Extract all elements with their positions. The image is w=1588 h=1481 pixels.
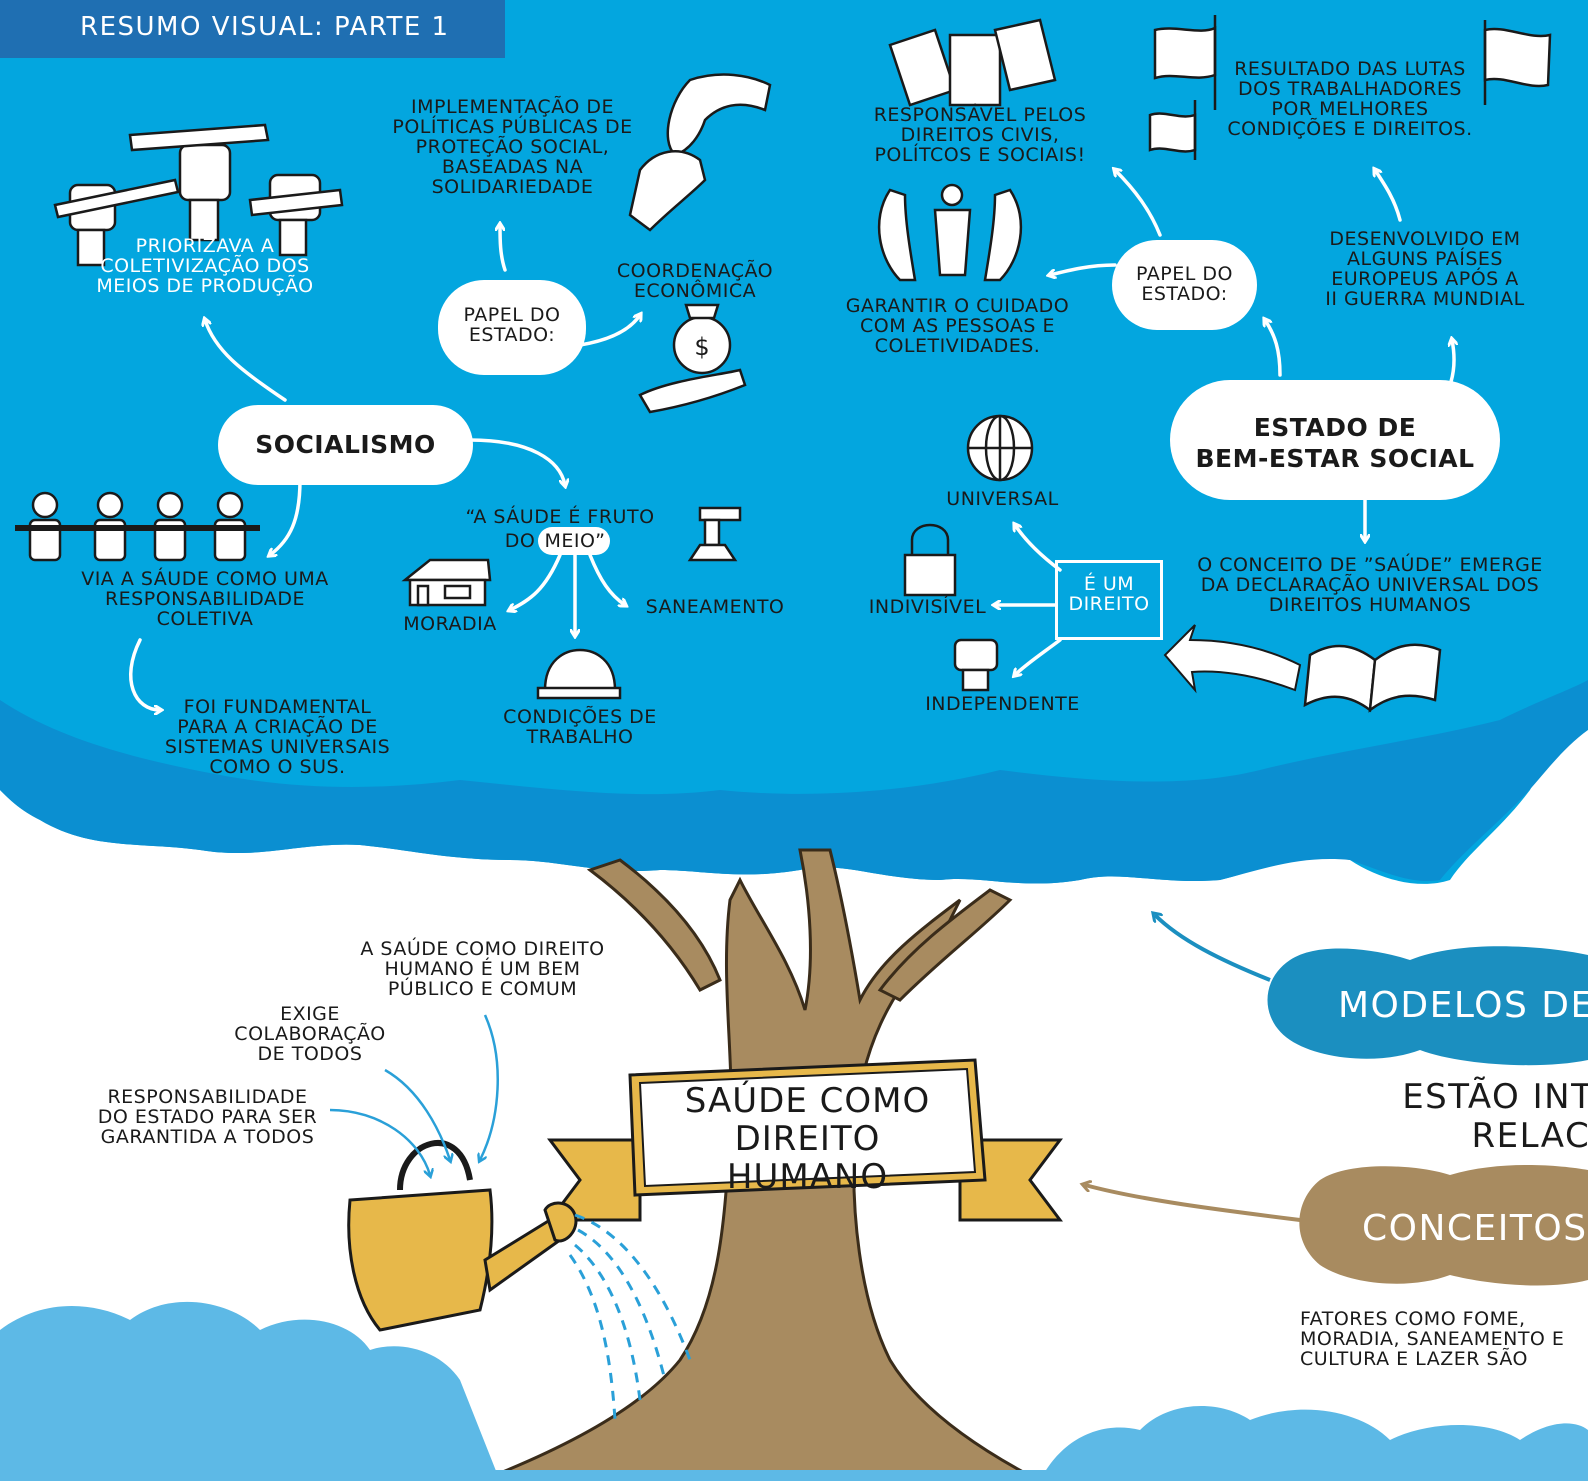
priorizava-text: PRIORIZAVA A COLETIVIZAÇÃO DOS MEIOS DE … bbox=[96, 235, 314, 297]
fruto-meio: MEIO” bbox=[544, 530, 606, 552]
arrow-to-implementacao bbox=[500, 225, 507, 272]
documents-icon bbox=[888, 18, 1057, 107]
papel-cloud-right bbox=[1112, 240, 1257, 330]
responsavel-text: RESPONSÁVEL PELOS DIREITOS CIVIS, POLÍTC… bbox=[873, 104, 1087, 166]
globe-icon bbox=[966, 414, 1034, 482]
conceitos-cloud bbox=[1299, 1165, 1588, 1286]
arrow-to-independente bbox=[1015, 638, 1062, 675]
bem-estar-cloud bbox=[1170, 380, 1500, 500]
exige-text: EXIGE COLABORAÇÃO DE TODOS bbox=[234, 1003, 386, 1065]
people-chain-icon bbox=[15, 491, 260, 562]
arrow-exige bbox=[384, 1068, 450, 1160]
moradia-label: MORADIA bbox=[403, 613, 497, 635]
banner-inner bbox=[638, 1067, 977, 1188]
coordenacao-text: COORDENAÇÃO ECONÔMICA bbox=[616, 260, 774, 302]
flags-icon bbox=[1148, 15, 1552, 160]
bem-estar-title: ESTADO DE BEM-ESTAR SOCIAL bbox=[1195, 413, 1475, 474]
modelos-label: MODELOS DE bbox=[1338, 985, 1588, 1026]
fruto-line-1: “A SÁUDE É FRUTO bbox=[465, 506, 655, 528]
ground bbox=[0, 1470, 1588, 1481]
tree-branch-right bbox=[877, 888, 1013, 1002]
arrow-to-universal bbox=[1015, 525, 1062, 572]
header-band: RESUMO VISUAL: PARTE 1 bbox=[0, 0, 505, 58]
bush-right bbox=[1040, 1406, 1588, 1481]
meio-highlight bbox=[538, 527, 610, 555]
modelos-cloud bbox=[1267, 946, 1588, 1066]
responsabilidade-text: RESPONSABILIDADE DO ESTADO PARA SER GARA… bbox=[97, 1086, 318, 1148]
arrow-to-via bbox=[270, 478, 302, 555]
shower-icon bbox=[687, 506, 742, 562]
raised-fist-icon bbox=[953, 638, 999, 692]
fundamental-text: FOI FUNDAMENTAL PARA A CRIAÇÃO DE SISTEM… bbox=[164, 696, 391, 778]
implementacao-text: IMPLEMENTAÇÃO DE POLÍTICAS PÚBLICAS DE P… bbox=[392, 96, 633, 198]
papel-estado-left: PAPEL DO ESTADO: bbox=[463, 304, 561, 346]
big-arrow-book-to-direito bbox=[1163, 624, 1302, 694]
tree-branch-left bbox=[586, 858, 722, 992]
open-book-icon bbox=[1303, 643, 1442, 713]
fruto-line-2: DO bbox=[504, 530, 536, 552]
care-hands-icon bbox=[877, 183, 1023, 282]
bush-left bbox=[0, 1301, 500, 1481]
arrow-to-coordenacao bbox=[578, 315, 640, 347]
arrow-desenvolvido-to-resultado bbox=[1375, 170, 1402, 222]
banner-ribbon-right bbox=[958, 1138, 1063, 1222]
arrow-to-fruto bbox=[468, 438, 565, 485]
conceito-text: O CONCEITO DE ”SAÚDE” EMERGE DA DECLARAÇ… bbox=[1197, 554, 1543, 616]
handshake-icon bbox=[628, 73, 772, 232]
estao-text: ESTÃO INTRI RELACIO bbox=[1402, 1077, 1588, 1157]
banner-text: SAÚDE COMO DIREITO HUMANO bbox=[684, 1081, 931, 1198]
via-saude-text: VIA A SÁUDE COMO UMA RESPONSABILIDADE CO… bbox=[81, 568, 329, 630]
e-um-direito-box bbox=[1055, 560, 1163, 640]
fatores-text: FATORES COMO FOME, MORADIA, SANEAMENTO E… bbox=[1300, 1308, 1565, 1370]
banner-ribbon-left bbox=[547, 1138, 642, 1222]
water-spray bbox=[568, 1213, 692, 1421]
independente-label: INDEPENDENTE bbox=[925, 693, 1080, 715]
garantir-text: GARANTIR O CUIDADO COM AS PESSOAS E COLE… bbox=[845, 295, 1070, 357]
padlock-icon bbox=[903, 523, 957, 597]
arrow-via-to-fundamental bbox=[129, 638, 160, 710]
arrow-to-garantir bbox=[1050, 263, 1117, 275]
arrow-responsabilidade bbox=[329, 1108, 430, 1175]
svg-text:$: $ bbox=[694, 333, 709, 361]
universal-label: UNIVERSAL bbox=[946, 488, 1059, 510]
foliage-shading bbox=[0, 680, 1588, 884]
papel-cloud-left bbox=[438, 280, 586, 375]
arrow-to-banner bbox=[1085, 1185, 1301, 1222]
resultado-text: RESULTADO DAS LUTAS DOS TRABALHADORES PO… bbox=[1227, 58, 1473, 140]
socialismo-title: SOCIALISMO bbox=[255, 430, 436, 459]
papel-estado-right: PAPEL DO ESTADO: bbox=[1136, 263, 1233, 305]
socialismo-cloud bbox=[218, 405, 473, 485]
arrow-to-canopy bbox=[1155, 915, 1271, 982]
trabalho-label: CONDIÇÕES DE TRABALHO bbox=[503, 706, 657, 748]
arrow-bem-publico bbox=[480, 1014, 499, 1160]
page-title: RESUMO VISUAL: PARTE 1 bbox=[80, 12, 450, 42]
house-icon bbox=[401, 558, 492, 607]
saneamento-label: SANEAMENTO bbox=[645, 596, 785, 618]
indivisivel-label: INDIVISÍVEL bbox=[868, 596, 987, 618]
arrow-bem-to-papel bbox=[1265, 320, 1282, 377]
arrow-to-priorizava bbox=[205, 320, 287, 402]
money-hand-icon bbox=[638, 303, 747, 414]
e-um-direito-label: É UM DIREITO bbox=[1068, 573, 1150, 615]
tools-fists-icon bbox=[53, 123, 344, 267]
hardhat-icon bbox=[536, 648, 622, 700]
arrow-to-saneamento bbox=[588, 553, 625, 605]
conceitos-label: CONCEITOS bbox=[1362, 1208, 1588, 1249]
arrow-to-responsavel bbox=[1115, 170, 1162, 237]
watering-can-icon bbox=[347, 1140, 578, 1332]
arrow-to-moradia bbox=[510, 553, 562, 610]
desenvolvido-text: DESENVOLVIDO EM ALGUNS PAÍSES EUROPEUS A… bbox=[1325, 228, 1525, 310]
bem-publico-text: A SAÚDE COMO DIREITO HUMANO É UM BEM PÚB… bbox=[360, 938, 605, 1000]
